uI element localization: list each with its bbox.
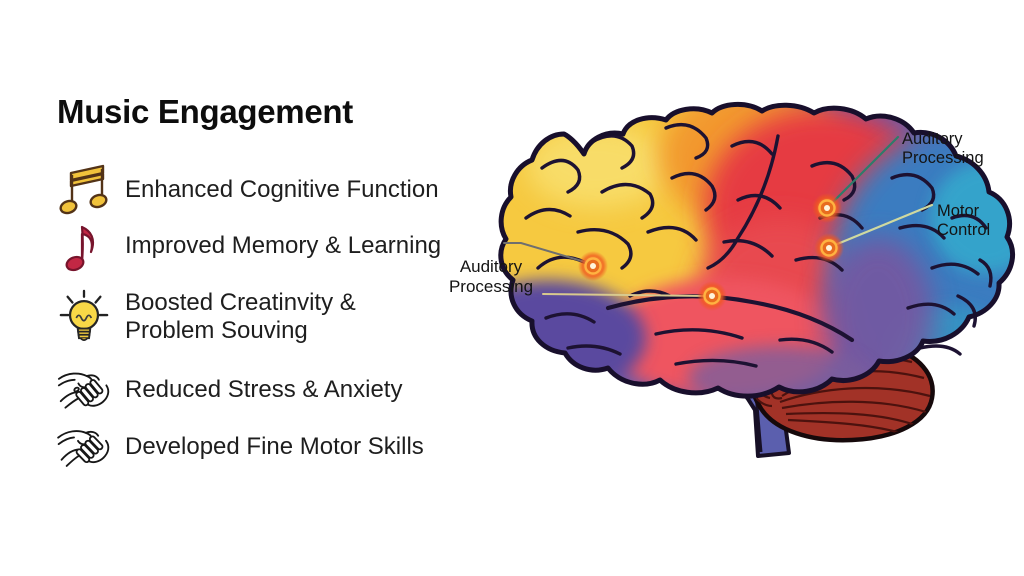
- brain-label-motor-control: Motor Control: [937, 202, 991, 239]
- beamed-music-note-icon: [57, 163, 111, 217]
- page-title: Music Engagement: [57, 93, 353, 130]
- marker-frontal-auditory-dot: [578, 251, 608, 281]
- benefit-item-memory: Improved Memory & Learning: [57, 219, 441, 273]
- marker-temporal-auditory-dot: [697, 281, 727, 311]
- brain-diagram: [480, 100, 1024, 500]
- benefit-label: Enhanced Cognitive Function: [125, 176, 439, 203]
- benefit-label: Improved Memory & Learning: [125, 232, 442, 259]
- benefit-item-cognitive: Enhanced Cognitive Function: [57, 163, 439, 217]
- cerebrum-outline: [498, 102, 1016, 399]
- music-note-icon: [57, 219, 111, 273]
- benefit-label: Reduced Stress & Anxiety: [125, 376, 403, 403]
- brain-markers: [578, 193, 844, 311]
- handshake-icon: [57, 363, 111, 417]
- marker-motor-cortex-dot: [814, 233, 844, 263]
- benefit-item-creativity: Boosted Creatinvity & Problem Souving: [57, 289, 356, 345]
- marker-parietal-auditory-dot: [812, 193, 842, 223]
- brain-illustration: [498, 102, 1016, 458]
- benefit-item-motor-skills: Developed Fine Motor Skills: [57, 420, 424, 474]
- lightbulb-icon: [57, 289, 111, 344]
- gyri-lines: [524, 123, 993, 368]
- brain-label-auditory-processing-left: Auditory Processing: [448, 257, 534, 296]
- handshake-icon: [57, 420, 111, 474]
- brain-label-auditory-processing-right: Auditory Processing: [902, 130, 984, 167]
- leader-lines: [503, 135, 934, 297]
- benefit-item-stress: Reduced Stress & Anxiety: [57, 363, 402, 417]
- benefit-label: Boosted Creatinvity & Problem Souving: [125, 289, 356, 344]
- benefit-label: Developed Fine Motor Skills: [125, 433, 424, 460]
